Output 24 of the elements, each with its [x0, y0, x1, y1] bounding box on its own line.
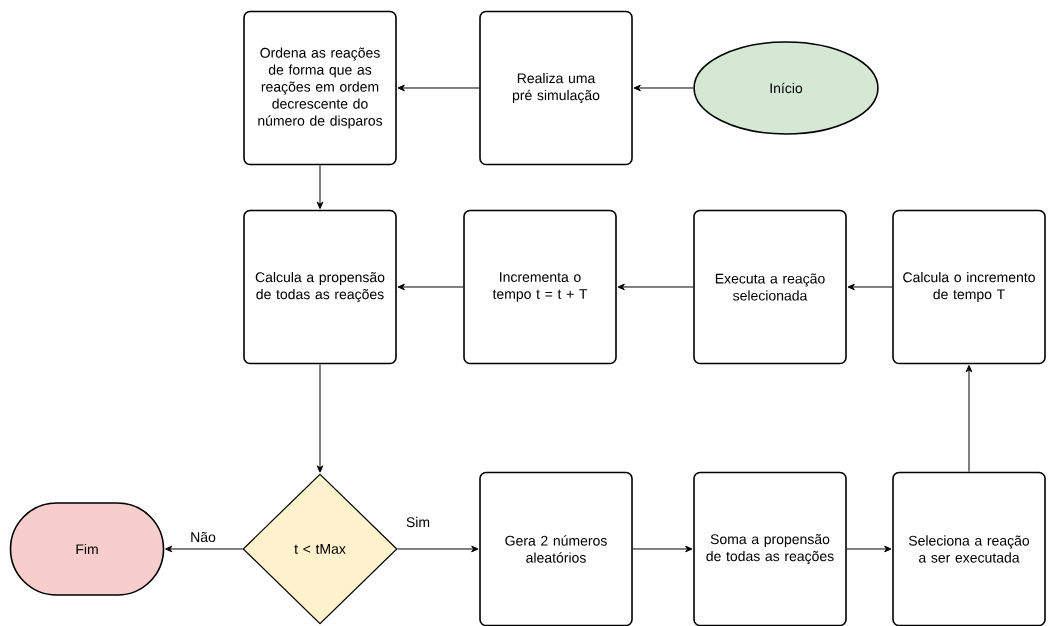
end-terminal: Fim — [9, 502, 165, 596]
process-box: Calcula a propensão de todas as reações — [243, 209, 397, 365]
arrow — [165, 545, 243, 553]
process-box: Seleciona a reação a ser executada — [892, 471, 1046, 626]
arrow — [397, 84, 480, 92]
arrow — [965, 365, 973, 473]
process-box: Ordena as reações de forma que as reações em ordem decrescente do número de disparos — [243, 10, 397, 166]
process-box: Realiza uma pré simulação — [479, 10, 633, 166]
process-box: Gera 2 números aleatórios — [479, 471, 633, 626]
arrow — [632, 545, 693, 553]
arrow — [397, 283, 464, 291]
process-box: Incrementa o tempo t = t + T — [463, 209, 617, 365]
process-box: Executa a reação selecionada — [693, 209, 847, 365]
arrow — [617, 283, 694, 291]
edge-label: Não — [191, 531, 216, 543]
process-box: Soma a propensão de todas as reações — [693, 471, 847, 626]
arrow — [633, 84, 694, 92]
process-box: Calcula o incremento de tempo T — [892, 209, 1046, 365]
arrow — [316, 164, 324, 209]
arrow — [847, 283, 893, 291]
edge-label: Sim — [406, 516, 430, 528]
arrow — [846, 545, 892, 553]
arrow — [316, 363, 324, 473]
arrow — [397, 545, 479, 553]
